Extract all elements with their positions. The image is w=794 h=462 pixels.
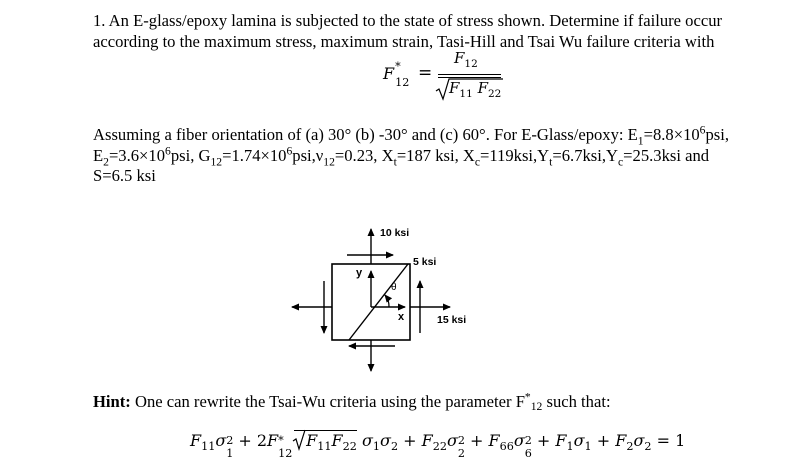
problem-line-1: 1. An E-glass/epoxy lamina is subjected … [93,11,723,30]
assumption-line-3: S=6.5 ksi [93,166,156,185]
f12-star-lhs: F*12 [383,60,410,90]
y-axis-label: y [356,267,363,279]
hint-label: Hint: [93,392,131,411]
shear-label: 5 ksi [413,256,437,268]
assumption-line-2: E2=3.6×106psi, G12=1.74×106psi,ν12=0.23,… [93,144,710,169]
theta-label: θ [391,282,397,293]
sigma-y-label: 10 ksi [380,227,410,239]
f12-star-formula: F*12 = F12 F11 F22 [383,49,503,101]
sqrt-symbol [435,78,503,101]
problem-line-2: according to the maximum stress, maximum… [93,32,715,51]
stress-element-drawing [291,228,451,372]
hint-line: Hint: One can rewrite the Tsai-Wu criter… [93,390,611,413]
assumption-line-1: Assuming a fiber orientation of (a) 30° … [93,123,729,148]
sqrt-symbol [292,429,306,451]
sigma-x-label: 15 ksi [437,314,467,326]
x-axis-label: x [398,311,405,323]
equals-sign: = [418,63,433,83]
sqrt-term: F11F22 [292,429,357,452]
numerator: F12 [454,49,478,70]
fraction-bar [438,74,501,78]
denominator: F11 F22 [449,79,502,100]
stress-element-diagram: 10 ksi 5 ksi 15 ksi y x θ [270,215,490,375]
